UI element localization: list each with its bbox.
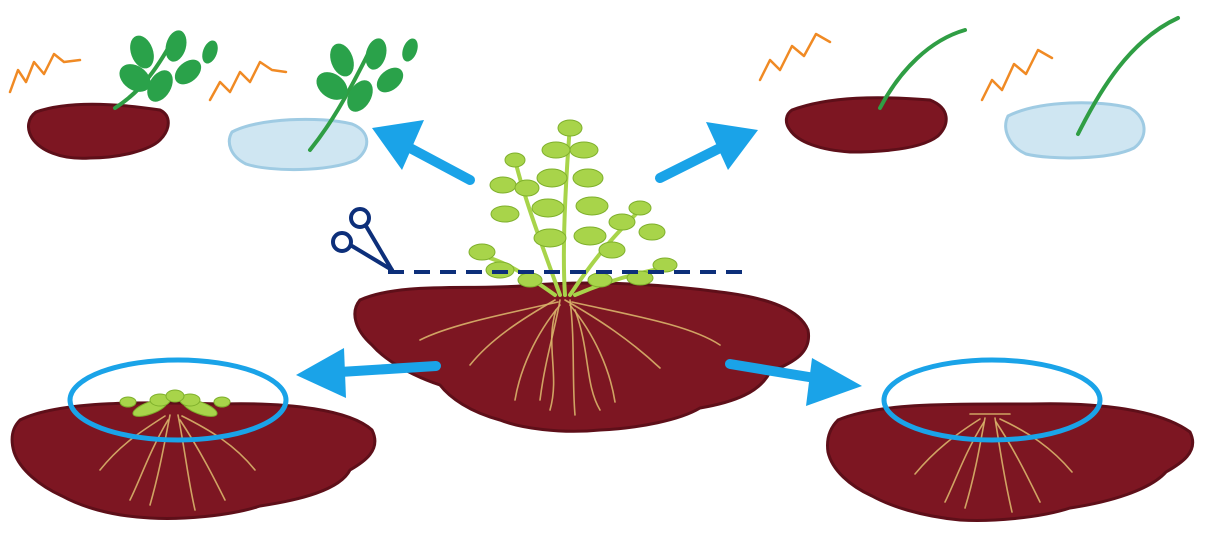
- leafy-cutting-soil-pot: [29, 104, 169, 158]
- bare-stem-cutting-soil: [880, 30, 965, 108]
- center-plant: [469, 120, 677, 295]
- leafy-cutting-soil: [114, 28, 220, 108]
- wilt-zigzag-icon: [760, 34, 830, 80]
- bare-cutting-soil-pot: [786, 98, 946, 152]
- scissors-icon: [333, 209, 392, 270]
- wilt-zigzag-icon: [210, 62, 286, 100]
- arrow-to-bare-cuttings: [660, 122, 758, 178]
- arrow-to-leafy-cuttings: [372, 120, 470, 180]
- center-soil: [355, 283, 809, 431]
- wilt-zigzag-icon: [982, 50, 1052, 100]
- bare-cutting-water-dish: [1006, 103, 1144, 158]
- leafy-cutting-water-dish: [229, 119, 366, 169]
- wilt-zigzag-icon: [10, 54, 80, 92]
